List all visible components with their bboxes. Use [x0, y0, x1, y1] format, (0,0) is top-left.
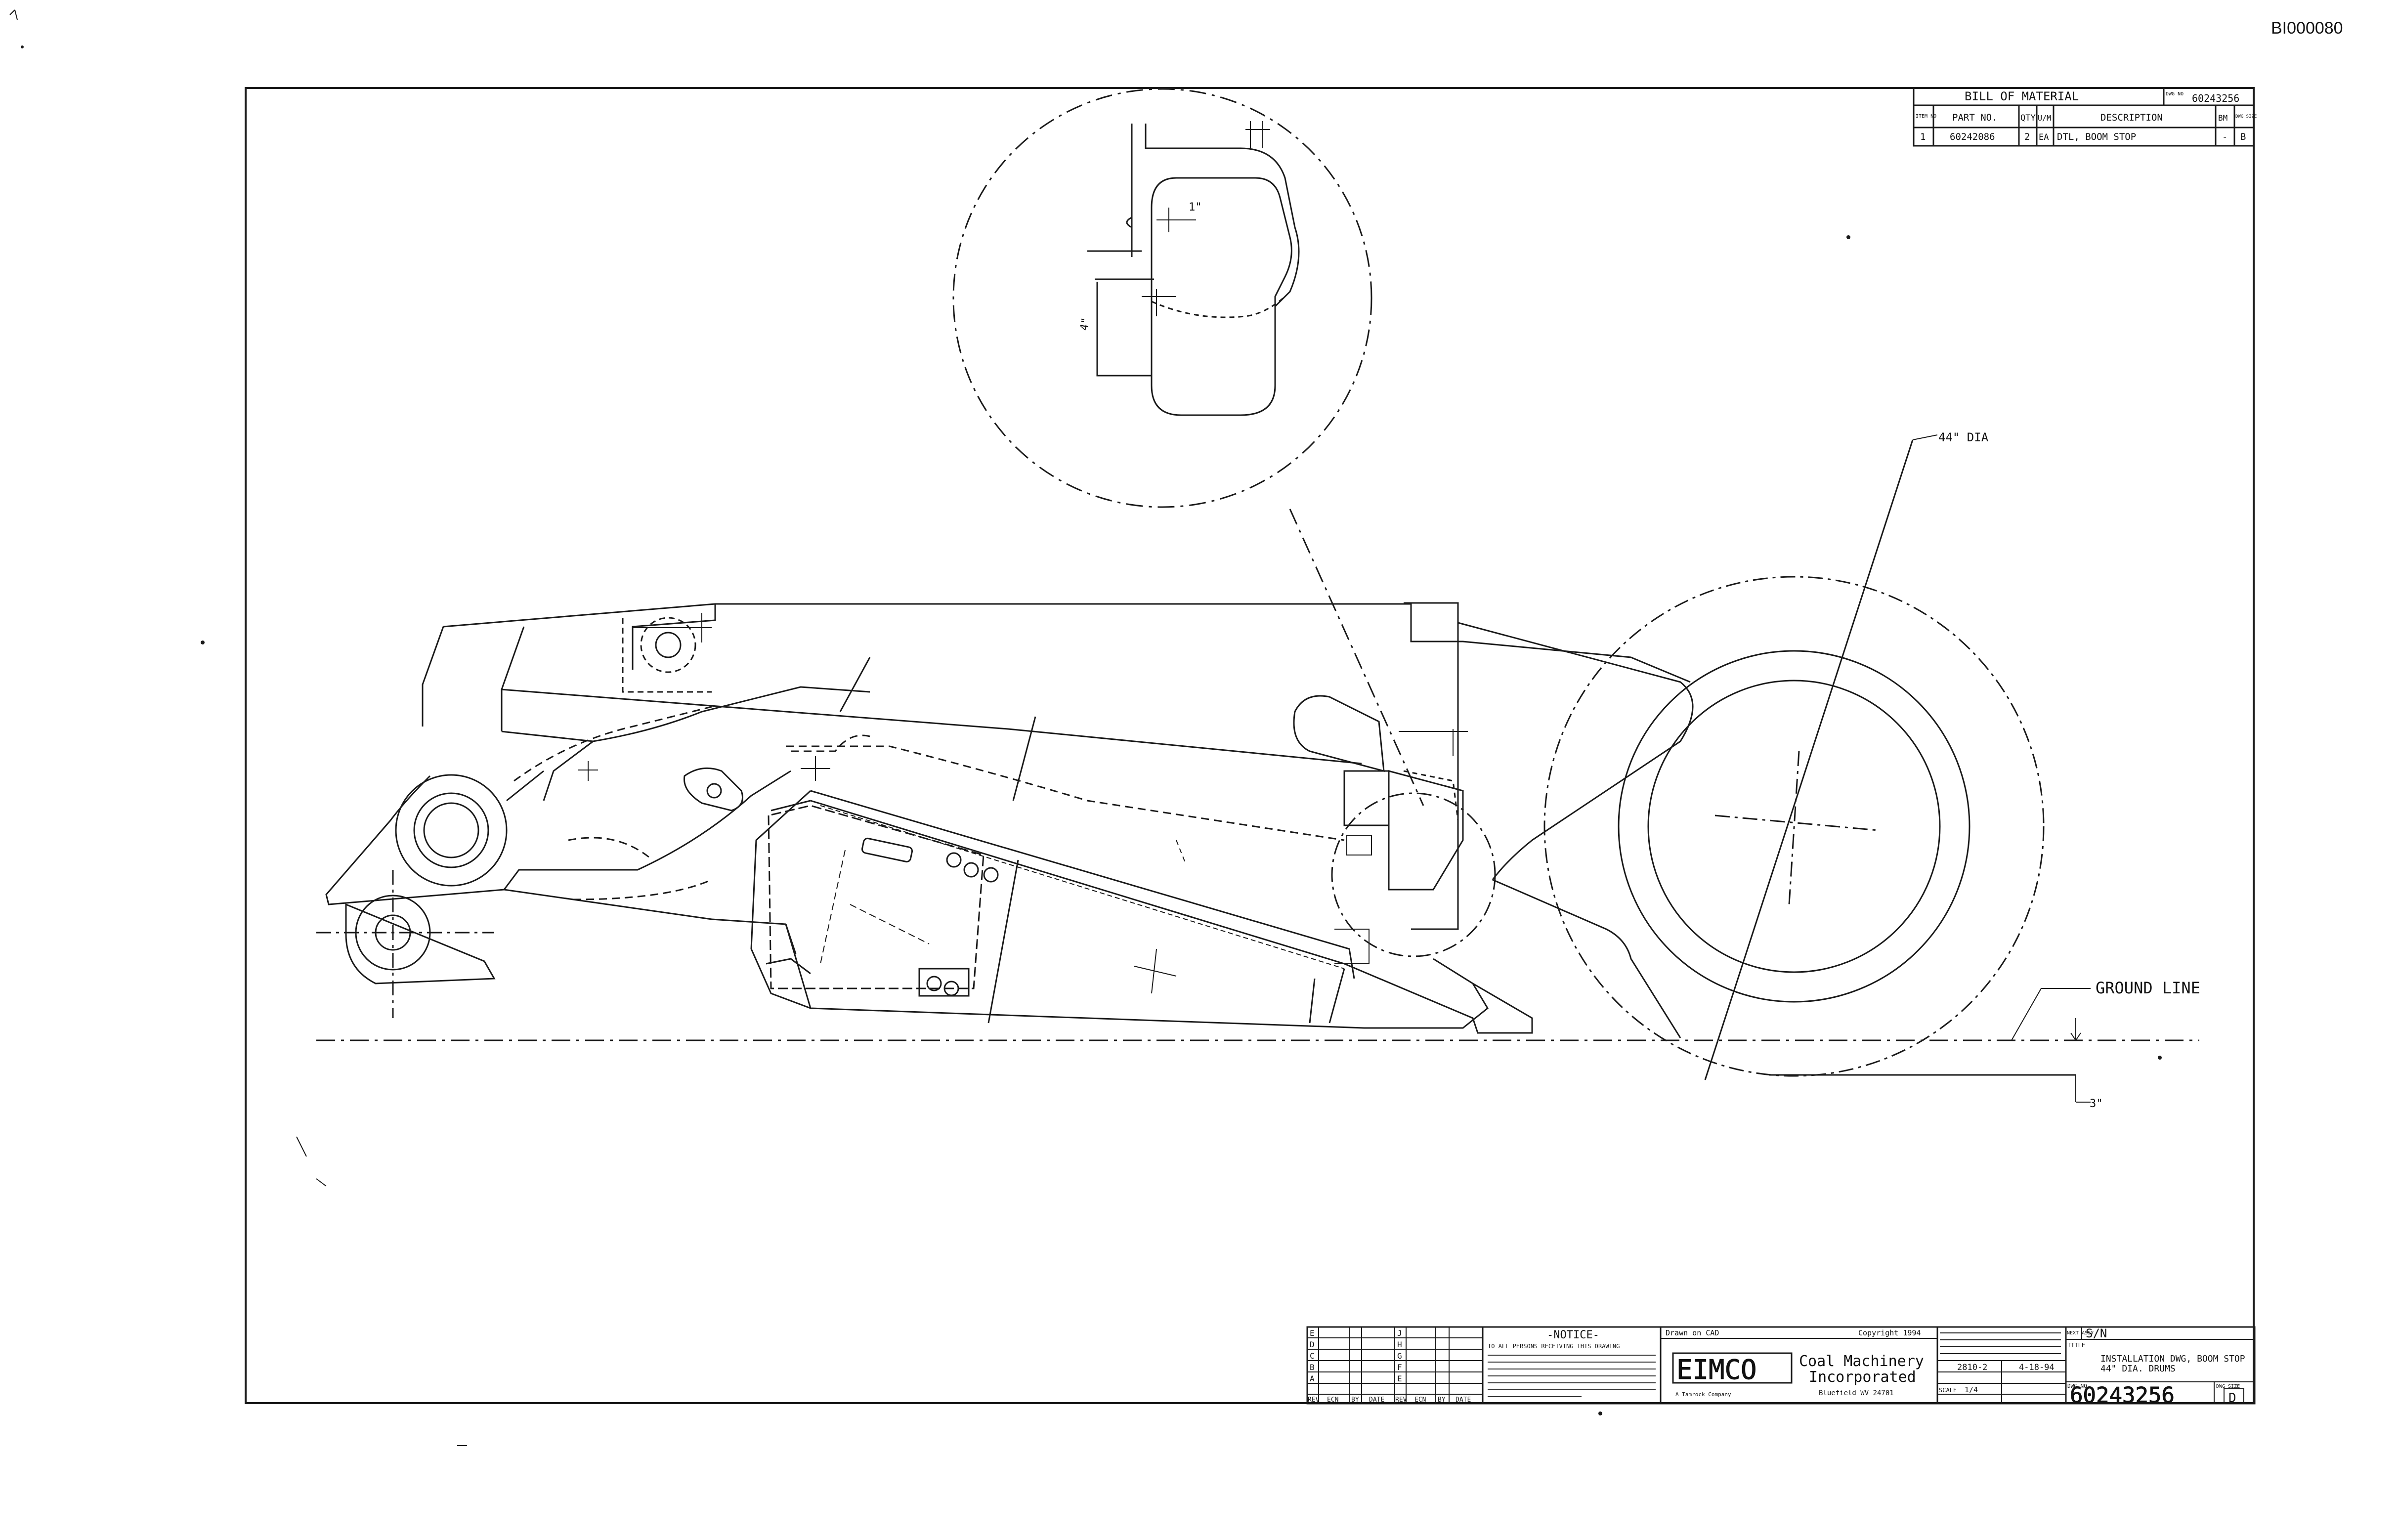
bom-row-description: DTL, BOOM STOP: [2057, 131, 2136, 142]
document-id: BI000080: [2271, 19, 2343, 38]
company-address: Bluefield WV 24701: [1819, 1389, 1894, 1397]
title-label: TITLE: [2067, 1342, 2085, 1349]
eimco-logo-box: [1672, 1352, 1793, 1384]
bom-title: BILL OF MATERIAL: [1965, 89, 2079, 103]
notice-title: -NOTICE-: [1547, 1329, 1599, 1341]
detail-dimension-4in: 4": [1078, 317, 1092, 332]
company-subtitle: A Tamrock Company: [1675, 1391, 1731, 1398]
ecn-header-2: ECN: [1414, 1396, 1426, 1404]
detail-dimension-1in: 1": [1189, 201, 1202, 214]
rev-header-2: REV: [1395, 1396, 1407, 1404]
company-name-line-1: Coal Machinery: [1799, 1353, 1924, 1370]
bom-row-bm: -: [2222, 131, 2227, 142]
bom-header-bm: BM: [2218, 113, 2227, 123]
copyright-notice: Copyright 1994: [1858, 1328, 1921, 1337]
company-logo: EIMCO: [1676, 1354, 1757, 1385]
scan-artifacts: [9, 9, 2162, 1446]
bom-header-partno: PART NO.: [1952, 112, 1998, 123]
date-header-2: DATE: [1456, 1396, 1471, 1404]
cutter-drum: 44" DIA: [1457, 430, 2045, 1080]
bom-row-item: 1: [1920, 131, 1926, 142]
dwg-no-label: DWG NO: [2067, 1383, 2087, 1389]
by-header-2: BY: [1438, 1396, 1446, 1404]
rev-letter-right-5: E: [1397, 1374, 1402, 1383]
rev-letter-left-1: E: [1310, 1328, 1315, 1338]
approvals-fields: [1937, 1332, 2066, 1404]
rev-letter-right-4: F: [1397, 1363, 1402, 1372]
next-assy-label: NEXT ASSY: [2067, 1330, 2094, 1336]
bom-header-item: ITEM NO: [1916, 114, 1936, 119]
by-header-1: BY: [1351, 1396, 1359, 1404]
bom-dwgno-label: DWG NO: [2166, 91, 2184, 97]
sheet-border: [245, 87, 2255, 1404]
boom-stop-detail-circle: [1331, 792, 1496, 957]
bill-of-material-table: BILL OF MATERIAL DWG NO 60243256 ITEM NO…: [1913, 87, 2257, 147]
detail-circle: [952, 88, 1372, 508]
bom-row-dwgsize: B: [2240, 131, 2246, 142]
pivot-boss-inner: [413, 792, 489, 868]
ground-line: GROUND LINE 3": [316, 979, 2200, 1110]
rev-letter-left-4: B: [1310, 1363, 1315, 1372]
ground-line-label: GROUND LINE: [2096, 979, 2200, 997]
drawing-title-line-1: INSTALLATION DWG, BOOM STOP: [2100, 1354, 2245, 1364]
bom-header-um: U/M: [2038, 114, 2051, 123]
drawing-date: 4-18-94: [2019, 1363, 2055, 1372]
drum-diameter-label: 44" DIA: [1938, 430, 1989, 444]
bom-header-qty: QTY: [2020, 113, 2036, 123]
date-header-1: DATE: [1369, 1396, 1384, 1404]
company-name-line-2: Incorporated: [1809, 1369, 1916, 1386]
drawn-on-cad: Drawn on CAD: [1666, 1328, 1719, 1337]
pivot-boss-outer: [395, 774, 508, 887]
ecn-header-1: ECN: [1327, 1396, 1338, 1404]
drum-hub-outer: [1618, 650, 1970, 1003]
bom-row-um: EA: [2039, 132, 2049, 142]
ground-clearance-label: 3": [2090, 1098, 2103, 1110]
dwg-size-label: DWG SIZE: [2216, 1384, 2240, 1389]
rev-letter-left-2: D: [1310, 1340, 1315, 1349]
rev-letter-left-3: C: [1310, 1351, 1315, 1361]
bom-dwgno: 60243256: [2192, 92, 2239, 104]
bom-row-qty: 2: [2024, 131, 2030, 142]
bom-header-description: DESCRIPTION: [2100, 112, 2163, 123]
rev-letter-right-2: H: [1397, 1340, 1402, 1349]
rev-letter-left-5: A: [1310, 1374, 1315, 1383]
serial-number-label: S/N: [2086, 1326, 2107, 1340]
drawing-title-line-2: 44" DIA. DRUMS: [2100, 1364, 2176, 1374]
drawing-number: 60243256: [2070, 1383, 2175, 1408]
scale-label: SCALE: [1939, 1387, 1957, 1394]
detail-view: 1" 4": [952, 88, 1424, 806]
drum-outline-44in: [1543, 576, 2045, 1077]
diameter-line: [1704, 439, 1914, 1080]
drawing-size: D: [2228, 1391, 2236, 1406]
model-number: 2810-2: [1957, 1363, 1987, 1372]
title-block: E D C B A J H G F E REV ECN BY DATE REV …: [1306, 1326, 2256, 1409]
bom-row-partno: 60242086: [1950, 131, 1995, 142]
boom-assembly: [316, 602, 1691, 1034]
notice-lead: TO ALL PERSONS RECEIVING THIS DRAWING: [1488, 1343, 1620, 1350]
notice-body-text: [1488, 1355, 1656, 1397]
bom-header-dwgsize: DWG SIZE: [2235, 114, 2257, 119]
rev-header-1: REV: [1308, 1396, 1320, 1404]
scale-value: 1/4: [1965, 1385, 1978, 1394]
detail-leader: [1289, 509, 1424, 806]
rev-letter-right-3: G: [1397, 1351, 1402, 1361]
drum-hub-inner: [1647, 680, 1941, 973]
rev-letter-right-1: J: [1397, 1328, 1402, 1338]
